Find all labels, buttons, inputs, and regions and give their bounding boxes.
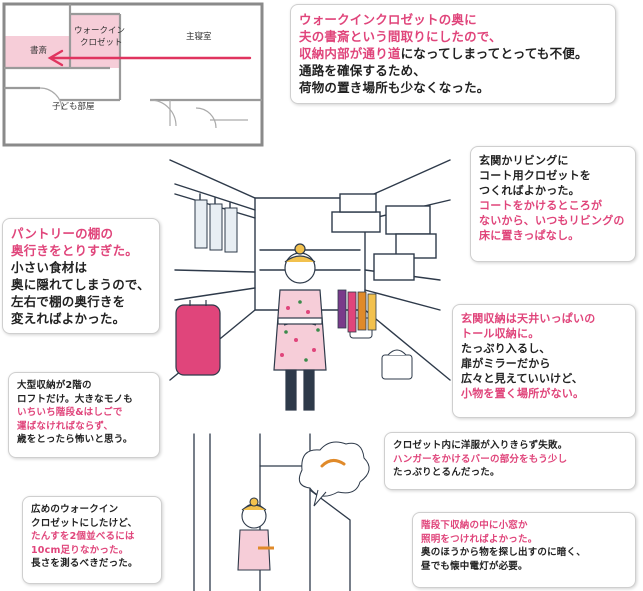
note-line: つくればよかった。 — [479, 184, 580, 197]
note-segment: になってしまってとっても不便。 — [400, 46, 588, 61]
closet-illustration — [160, 150, 460, 435]
note-line: トール収納に。 — [461, 327, 540, 340]
note-line: 左右で棚の奥行きを — [11, 294, 126, 309]
note-line: たんすを2個並べるには — [31, 531, 135, 542]
note-line: 階段下収納の中に小窓か — [421, 520, 528, 531]
stairs-closet-illustration — [190, 430, 390, 591]
room-kids-label: 子ども部屋 — [52, 102, 95, 112]
note-line: 広めのウォークイン — [31, 504, 119, 515]
note-line-mixed: 収納内部が通り道になってしまってとっても不便。 — [299, 45, 607, 62]
note-line: 奥行きをとりすぎた。 — [11, 243, 139, 258]
floor-plan: 書斎 ウォークイン クロゼット 主寝室 子ども部屋 — [0, 0, 270, 150]
room-study-label: 書斎 — [30, 46, 48, 56]
note-line: 玄関かリビングに — [479, 154, 569, 167]
note-line: 扉がミラーだから — [461, 357, 551, 370]
note-line: ロフトだけ。大きなモノも — [17, 393, 133, 405]
note-line: 小物を置く場所がない。 — [461, 387, 585, 400]
note-line: 長さを測るべきだった。 — [31, 558, 138, 569]
note-line: たっぷりとるんだった。 — [393, 467, 500, 478]
note-walkin-study: ウォークインクロゼットの奥に 夫の書斎という間取りにしたので、 収納内部が通り道… — [290, 4, 616, 104]
note-wide-walkin: 広めのウォークイン クロゼットにしたけど、 たんすを2個並べるには 10cm足り… — [22, 496, 162, 584]
stairs-closet-drawing — [193, 433, 370, 591]
note-line: 10cm足りなかった。 — [31, 544, 129, 556]
note-line: コートをかけるところが — [479, 199, 603, 212]
note-line: 奥に隠れてしまうので、 — [11, 277, 150, 292]
room-walkin-label-2: クロゼット — [80, 38, 123, 48]
note-line: クロゼット内に洋服が入りきらず失敗。 — [393, 440, 568, 451]
note-line: 照明をつければよかった。 — [421, 533, 538, 545]
note-under-stairs: 階段下収納の中に小窓か 照明をつければよかった。 奥のほうから物を探し出すのに暗… — [412, 512, 636, 588]
note-line: ウォークインクロゼットの奥に — [299, 12, 477, 27]
note-loft: 大型収納が2階の ロフトだけ。大きなモノも いちいち階段&はしごで 運ばなければ… — [8, 372, 160, 458]
note-entrance-tall: 玄関収納は天井いっぱいの トール収納に。 たっぷり入るし、 扉がミラーだから 広… — [452, 304, 636, 418]
note-line: 小さい食材は — [11, 260, 88, 275]
floor-plan-drawing — [2, 2, 264, 147]
closet-drawing — [169, 159, 451, 411]
note-line: 歳をとったら怖いと思う。 — [17, 434, 133, 445]
note-line: 運ばなければならず、 — [17, 420, 114, 432]
note-line: 大型収納が2階の — [17, 380, 92, 391]
note-line: たっぷり入るし、 — [461, 342, 551, 355]
note-line: コート用クロゼットを — [479, 169, 591, 182]
note-segment: 収納内部が通り道 — [299, 46, 401, 61]
note-line: 広々と見えていいけど、 — [461, 372, 584, 385]
note-line: いちいち階段&はしごで — [17, 407, 123, 418]
note-closet-clothes: クロゼット内に洋服が入りきらず失敗。 ハンガーをかけるバーの部分をもう少し たっ… — [384, 432, 636, 490]
room-walkin-label-1: ウォークイン — [74, 26, 126, 36]
note-line: 夫の書斎という間取りにしたので、 — [299, 29, 502, 44]
room-master-label: 主寝室 — [186, 32, 212, 42]
note-line: 奥のほうから物を探し出すのに暗く、 — [421, 547, 586, 558]
note-line: 昼でも懐中電灯が必要。 — [421, 560, 528, 572]
note-entrance-coat: 玄関かリビングに コート用クロゼットを つくればよかった。 コートをかけるところ… — [470, 146, 636, 262]
note-line: 通路を確保するため、 — [299, 63, 427, 78]
note-line: 荷物の置き場所も少なくなった。 — [299, 80, 490, 95]
note-pantry: パントリーの棚の 奥行きをとりすぎた。 小さい食材は 奥に隠れてしまうので、 左… — [2, 218, 160, 334]
note-line: ないから、いつもリビングの — [479, 214, 625, 227]
note-line: 玄関収納は天井いっぱいの — [461, 312, 596, 325]
note-line: 床に置きっぱなし。 — [479, 229, 580, 242]
note-line: クロゼットにしたけど、 — [31, 517, 138, 529]
note-line: パントリーの棚の — [11, 226, 114, 241]
note-line: ハンガーをかけるバーの部分をもう少し — [393, 453, 568, 465]
note-line: 変えればよかった。 — [11, 311, 126, 326]
